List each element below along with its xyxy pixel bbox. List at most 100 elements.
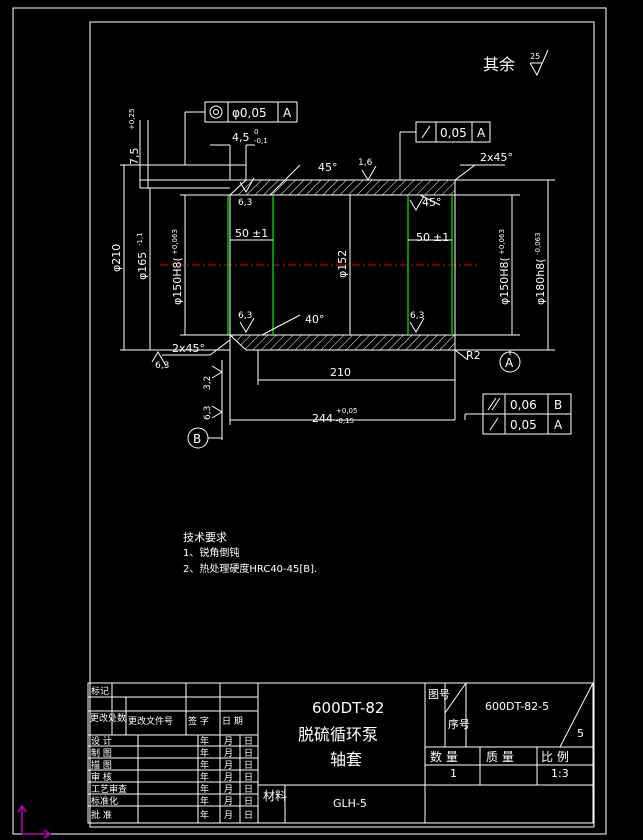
tb-role-2: 制 图 bbox=[91, 747, 112, 759]
tb-change-count: 更改处数 bbox=[90, 712, 126, 724]
len-244: 244 bbox=[312, 412, 333, 425]
len-244-tol-up: +0,05 bbox=[336, 407, 357, 415]
tb-role-6: 标准化 bbox=[91, 795, 118, 807]
dim-150-right: φ150H8( bbox=[498, 257, 511, 305]
tb-y-7: 年 bbox=[200, 809, 209, 821]
len-50-right: 50 bbox=[416, 231, 430, 244]
frame-a-value: 0,05 bbox=[510, 418, 537, 432]
tb-m-7: 月 bbox=[224, 810, 233, 821]
pm-left: ±1 bbox=[252, 227, 268, 240]
rough-6-3-a: 6,3 bbox=[238, 198, 252, 208]
chamfer-bottom: 2x45° bbox=[172, 342, 205, 355]
tb-scale: 1:3 bbox=[551, 767, 569, 780]
frame-b-datum: B bbox=[554, 398, 562, 412]
tb-y-3: 年 bbox=[200, 759, 209, 771]
dim-152: φ152 bbox=[336, 250, 349, 278]
dim-180-tol: -0,063 bbox=[534, 232, 542, 255]
tb-role-5: 工艺审查 bbox=[91, 783, 127, 795]
tb-name-1: 脱硫循环泵 bbox=[298, 725, 378, 744]
tb-mark: 标记 bbox=[91, 685, 109, 697]
notes-item-2: 2、热处理硬度HRC40-45[B]. bbox=[183, 562, 317, 575]
tb-material-label: 材料 bbox=[263, 789, 287, 803]
tb-m-5: 月 bbox=[224, 784, 233, 795]
dim-150-left: φ150H8( bbox=[171, 257, 184, 305]
tb-role-7: 批 准 bbox=[91, 809, 112, 821]
frame-a-datum: A bbox=[554, 418, 563, 432]
tb-d-1: 日 bbox=[244, 736, 253, 747]
notes-title: 技术要求 bbox=[183, 531, 227, 544]
tb-scale-label: 比 例 bbox=[541, 750, 569, 764]
extension-lines bbox=[120, 111, 555, 440]
tb-d-2: 日 bbox=[244, 748, 253, 759]
dim-150-right-tol: +0,063 bbox=[498, 229, 506, 255]
angle-40: 40° bbox=[305, 313, 325, 326]
rough-6-3-b: 6,3 bbox=[238, 311, 252, 321]
notes-item-1: 1、锐角倒钝 bbox=[183, 546, 239, 559]
tb-drawing-no: 600DT-82-5 bbox=[485, 700, 549, 713]
len-50-left: 50 bbox=[235, 227, 249, 240]
dim-165: φ165 bbox=[136, 252, 149, 280]
dim-180: φ180h8( bbox=[534, 258, 547, 305]
tb-code: 600DT-82 bbox=[312, 699, 384, 717]
tb-material: GLH-5 bbox=[333, 797, 367, 810]
roughness-marks bbox=[151, 165, 425, 419]
tb-qty-label: 数 量 bbox=[430, 749, 458, 764]
dim-4-5: 4,5 bbox=[232, 131, 250, 144]
datum-b-symbol: B bbox=[187, 427, 222, 449]
dim-7-5: 7,5 bbox=[128, 148, 141, 166]
title-block bbox=[87, 682, 594, 824]
tb-y-1: 年 bbox=[200, 735, 209, 747]
tb-serial: 5 bbox=[577, 727, 584, 740]
svg-text:B: B bbox=[193, 432, 201, 446]
tb-sign: 签 字 bbox=[188, 715, 209, 727]
frame-b-value: 0,06 bbox=[510, 398, 537, 412]
angle-45-top: 45° bbox=[318, 161, 338, 174]
tolerance-frame-concentricity bbox=[204, 101, 298, 123]
rough-3-2: 3,2 bbox=[203, 376, 213, 390]
tb-m-2: 月 bbox=[224, 748, 233, 759]
tb-d-7: 日 bbox=[244, 810, 253, 821]
runout-top-datum: A bbox=[477, 126, 486, 140]
dim-r2: R2 bbox=[466, 349, 481, 362]
tb-d-4: 日 bbox=[244, 772, 253, 783]
tb-m-3: 月 bbox=[224, 760, 233, 771]
dim-4-5-tol-low: -0,1 bbox=[254, 137, 268, 145]
tb-mass-label: 质 量 bbox=[486, 750, 514, 764]
dim-150-left-tol: +0,063 bbox=[171, 229, 179, 255]
tb-role-4: 审 核 bbox=[91, 771, 112, 783]
tb-y-5: 年 bbox=[200, 783, 209, 795]
roughness-symbol bbox=[529, 49, 549, 77]
concentricity-value: φ0,05 bbox=[232, 106, 267, 120]
tb-drawing-no-label: 图号 bbox=[428, 688, 450, 701]
tb-y-6: 年 bbox=[200, 795, 209, 807]
part-section bbox=[227, 164, 456, 351]
roughness-value: 25 bbox=[530, 52, 540, 61]
dim-4-5-tol-up: 0 bbox=[254, 128, 258, 136]
inner-frame bbox=[89, 21, 595, 828]
dim-210: φ210 bbox=[110, 244, 123, 272]
tb-change-doc: 更改文件号 bbox=[128, 715, 173, 727]
tb-y-2: 年 bbox=[200, 747, 209, 759]
datum-a-symbol: A bbox=[499, 351, 521, 373]
angle-45-inner: 45° bbox=[422, 196, 442, 209]
tolerance-frame-ab bbox=[482, 393, 572, 435]
ucs-icon bbox=[17, 804, 52, 839]
dim-165-tol: -1,1 bbox=[136, 232, 144, 246]
tolerance-frame-runout-top bbox=[415, 121, 491, 143]
svg-text:A: A bbox=[505, 356, 514, 370]
tb-y-4: 年 bbox=[200, 771, 209, 783]
tb-m-6: 月 bbox=[224, 796, 233, 807]
tb-role-1: 设 计 bbox=[91, 735, 112, 747]
runout-top-value: 0,05 bbox=[440, 126, 467, 140]
tb-d-5: 日 bbox=[244, 784, 253, 795]
tb-d-3: 日 bbox=[244, 760, 253, 771]
tb-m-1: 月 bbox=[224, 736, 233, 747]
chamfer-top: 2x45° bbox=[480, 151, 513, 164]
rough-1-6: 1,6 bbox=[358, 158, 373, 168]
concentricity-datum: A bbox=[283, 106, 292, 120]
outer-frame bbox=[12, 7, 607, 835]
tb-qty: 1 bbox=[450, 767, 457, 780]
rough-6-3-d: 6,3 bbox=[155, 361, 169, 371]
rough-6-3-c: 6,3 bbox=[410, 311, 424, 321]
